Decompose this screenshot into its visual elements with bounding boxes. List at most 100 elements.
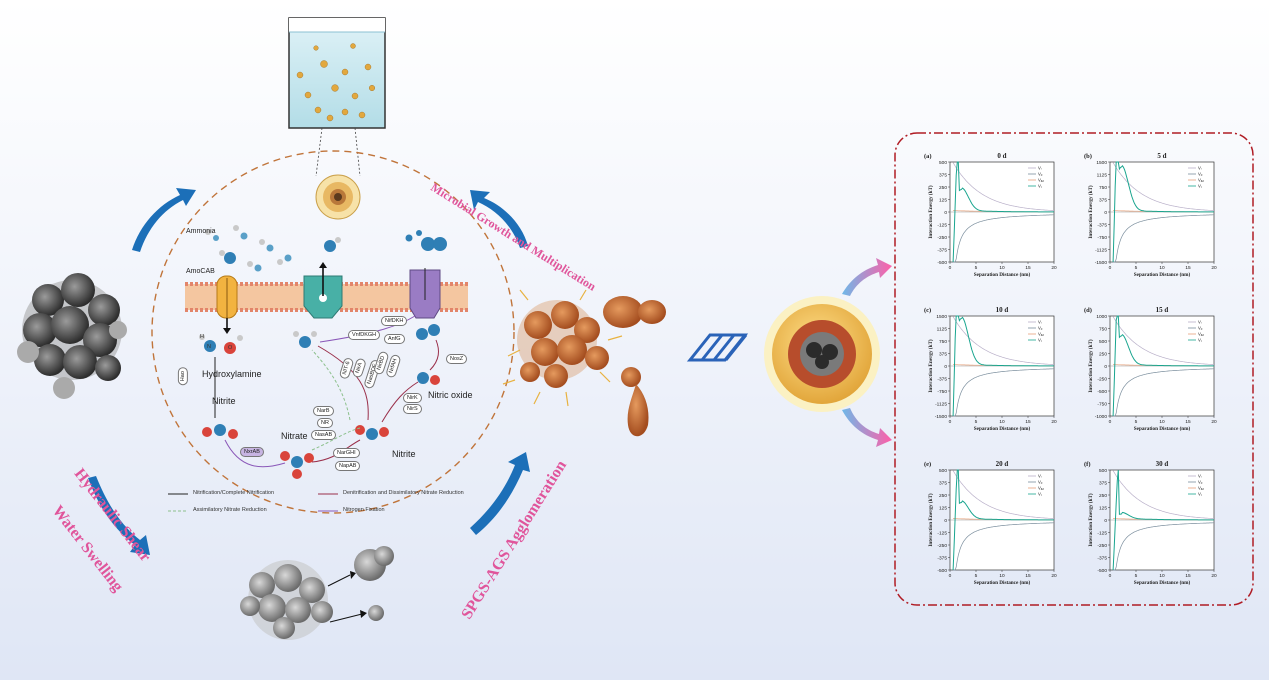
- y-tick-label: -375: [937, 376, 947, 382]
- x-tick-label: 5: [1135, 573, 1138, 579]
- curve-vlw: [952, 470, 1055, 519]
- x-tick-label: 15: [1185, 265, 1191, 271]
- curve-vlw: [952, 162, 1055, 211]
- y-tick-label: 125: [939, 505, 947, 511]
- y-tick-label: -375: [1097, 555, 1107, 561]
- x-tick-label: 5: [975, 419, 978, 425]
- x-tick-label: 20: [1211, 419, 1217, 425]
- legend-label: Vₗ: [1038, 474, 1042, 479]
- legend-label: Vₜ: [1198, 492, 1202, 497]
- legend-label: Vₗ: [1198, 166, 1202, 171]
- y-tick-label: -1125: [1095, 247, 1107, 253]
- legend-label: Vₒ: [1198, 326, 1203, 331]
- curve-vlw: [952, 316, 1055, 365]
- y-tick-label: 750: [1099, 326, 1107, 332]
- x-tick-label: 5: [1135, 419, 1138, 425]
- y-tick-label: -250: [1097, 543, 1107, 549]
- y-tick-label: 0: [1104, 210, 1107, 216]
- y-tick-label: 0: [944, 518, 947, 524]
- y-tick-label: -375: [1097, 222, 1107, 228]
- y-tick-label: 750: [939, 339, 947, 345]
- y-tick-label: -1125: [935, 401, 947, 407]
- atom-label-h1: H: [200, 334, 204, 340]
- panel-letter: (e): [924, 461, 931, 468]
- legend-label: Vₒ: [1198, 480, 1203, 485]
- y-tick-label: -375: [937, 247, 947, 253]
- n2-molecules: [405, 230, 447, 340]
- legend-label: Vₒ: [1038, 326, 1043, 331]
- panel-title: 0 d: [997, 152, 1006, 160]
- legend-label: Vₒ: [1038, 172, 1043, 177]
- legend-label: Vₜ: [1038, 338, 1042, 343]
- label-nosz: NosZ: [446, 354, 468, 365]
- y-tick-label: 375: [1099, 480, 1107, 486]
- x-tick-label: 0: [1109, 265, 1112, 271]
- x-tick-label: 10: [1159, 265, 1165, 271]
- legend-item-fixation: Nitrogen Fixation: [343, 507, 385, 513]
- panel-letter: (d): [1084, 307, 1092, 314]
- dense-granule: [17, 273, 127, 399]
- y-tick-label: -1000: [1095, 414, 1108, 420]
- y-tick-label: 250: [939, 185, 947, 191]
- label-nxrab: NxrAB: [240, 447, 264, 458]
- curve-vlw: [1112, 162, 1215, 211]
- y-axis-label: Interaction Energy (kT): [1087, 339, 1094, 393]
- x-tick-label: 15: [1025, 265, 1031, 271]
- curve-vdl: [953, 522, 1054, 571]
- curve-vdl: [1113, 522, 1214, 571]
- transport-protein: [303, 262, 343, 319]
- label-nifdkh: NifDKH: [381, 316, 408, 327]
- y-tick-label: 750: [1099, 185, 1107, 191]
- x-tick-label: 5: [1135, 265, 1138, 271]
- y-tick-label: 0: [1104, 364, 1107, 370]
- y-tick-label: 1125: [1097, 172, 1108, 178]
- x-tick-label: 0: [949, 265, 952, 271]
- x-tick-label: 20: [1051, 265, 1057, 271]
- y-tick-label: 1500: [936, 314, 947, 320]
- results-frame: [894, 132, 1254, 606]
- y-tick-label: 250: [939, 493, 947, 499]
- legend-label: Vₜ: [1038, 184, 1042, 189]
- label-hao: Hao: [177, 367, 189, 386]
- pathway-arrows: [214, 315, 439, 468]
- y-tick-label: -125: [937, 530, 947, 536]
- y-tick-label: 375: [1099, 197, 1107, 203]
- y-tick-label: -500: [1097, 389, 1107, 395]
- legend-item-denitrification: Denitrification and Dissimilatory Nitrat…: [343, 490, 464, 496]
- y-tick-label: 375: [939, 172, 947, 178]
- y-tick-label: 500: [939, 160, 947, 166]
- y-tick-label: 0: [944, 210, 947, 216]
- label-nirk: NirK: [403, 393, 422, 404]
- legend-label: Vₗ: [1038, 166, 1042, 171]
- y-tick-label: 375: [939, 351, 947, 357]
- label-nirs: NirS: [403, 404, 422, 415]
- atom-label-n1: N: [207, 344, 211, 350]
- cell-boundary: [151, 150, 515, 514]
- pink-arrows: [842, 258, 892, 447]
- label-nitrite-right: Nitrite: [392, 449, 416, 459]
- label-napab: NapAB: [335, 461, 361, 472]
- y-tick-label: 1125: [937, 326, 948, 332]
- label-amocab: AmoCAB: [186, 268, 215, 275]
- y-tick-label: 500: [1099, 339, 1107, 345]
- y-tick-label: -125: [937, 222, 947, 228]
- panel-title: 30 d: [1156, 460, 1169, 468]
- label-nitrate: Nitrate: [281, 431, 308, 441]
- y-tick-label: 1000: [1096, 314, 1107, 320]
- legend-label: Vₗ: [1198, 474, 1202, 479]
- legend-label: Vₜ: [1038, 492, 1042, 497]
- x-tick-label: 20: [1211, 573, 1217, 579]
- y-tick-label: 500: [939, 468, 947, 474]
- curve-vdl: [953, 214, 1054, 263]
- legend-item-nitrification: Nitrification/Complete Nitrification: [193, 490, 274, 496]
- legend-label: Vₒ: [1198, 172, 1203, 177]
- y-tick-label: -750: [1097, 235, 1107, 241]
- label-nasab: NasAB: [311, 430, 337, 441]
- label-vnfdkgh: VnfDKGH: [348, 330, 381, 341]
